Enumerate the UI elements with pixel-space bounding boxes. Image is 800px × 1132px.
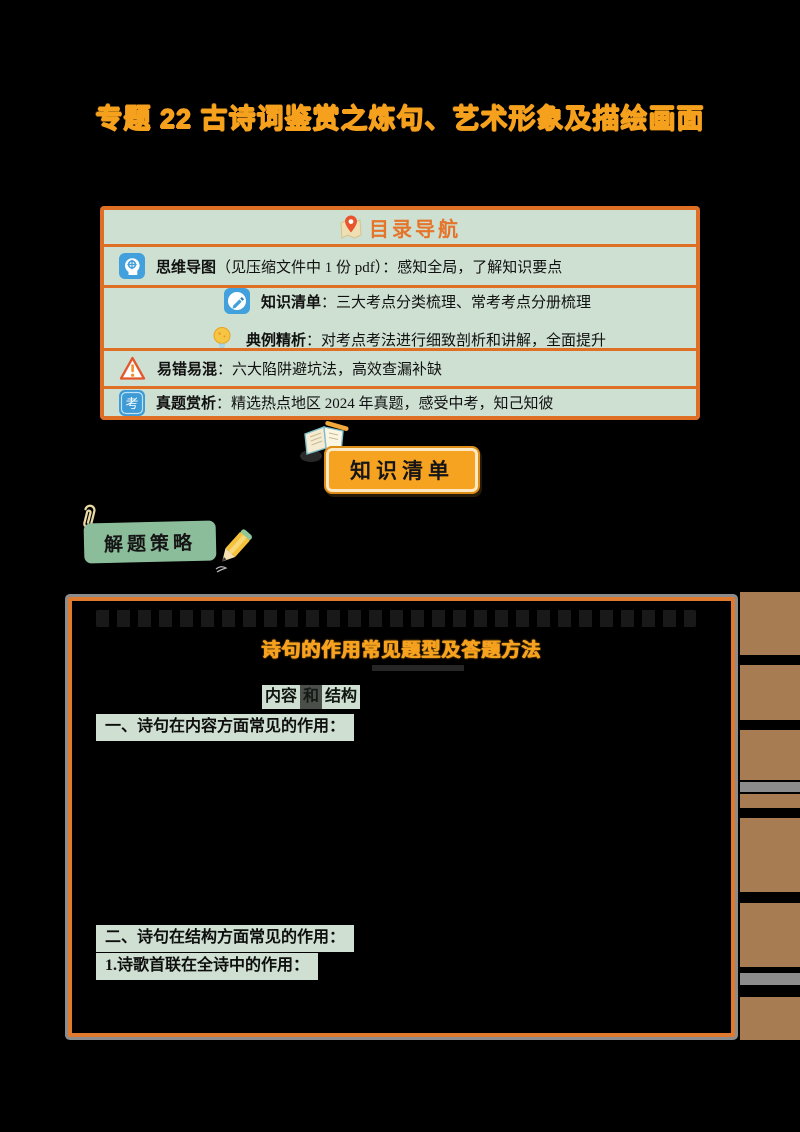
toc-row-label: 典例精析 — [245, 332, 306, 349]
toc-row-label: 知识清单 — [260, 294, 321, 311]
side-tab — [740, 730, 800, 780]
strategy-tag: 解题策略 — [83, 520, 217, 564]
knowledge-list-label: 知识清单 — [350, 460, 454, 483]
toc-row-mindmap: 思维导图（见压缩文件中 1 份 pdf）：感知全局，了解知识要点 — [104, 247, 696, 285]
warning-icon — [119, 356, 146, 381]
divider — [104, 386, 696, 389]
toc-row-desc: ：三大考点分类梳理、常考考点分册梳理 — [321, 294, 592, 311]
page-title: 专题 22 古诗词鉴赏之炼句、艺术形象及描绘画面 — [95, 104, 705, 134]
fragment-part-dim: 和 — [300, 685, 323, 709]
highlight-line-structure-role: 二、诗句在结构方面常见的作用： — [96, 925, 355, 952]
side-tab — [740, 665, 800, 720]
toc-row-text: 真题赏析：精选热点地区 2024 年真题，感受中考，知己知彼 — [156, 392, 554, 413]
lightbulb-icon — [209, 325, 235, 353]
toc-row-pitfalls: 易错易混：六大陷阱避坑法，高效查漏补缺 — [104, 351, 696, 386]
toc-row-desc: ：六大陷阱避坑法，高效查漏补缺 — [217, 362, 443, 378]
heading-underline-artifact — [372, 665, 464, 671]
toc-row-text: 知识清单：三大考点分类梳理、常考考点分册梳理 — [261, 291, 591, 312]
highlight-line-first-couplet: 1.诗歌首联在全诗中的作用： — [96, 953, 319, 980]
side-tab — [740, 818, 800, 892]
toc-header: 目录导航 — [104, 210, 696, 244]
faint-text-artifact — [96, 610, 696, 627]
pen-icon — [223, 288, 250, 314]
strategy-tag-label: 解题策略 — [103, 532, 197, 556]
toc-header-label: 目录导航 — [369, 218, 461, 241]
divider — [104, 348, 696, 351]
divider — [104, 285, 696, 288]
divider — [104, 244, 696, 247]
side-tab — [740, 794, 800, 808]
fragment-part: 内容 — [262, 685, 301, 709]
toc-row-desc: （见压缩文件中 1 份 pdf）：感知全局，了解知识要点 — [216, 259, 563, 276]
fragment-part: 结构 — [322, 685, 361, 709]
toc-box: 目录导航 思维导图（见压缩文件中 1 份 pdf）：感知全局，了解知识要点 — [100, 206, 700, 420]
highlight-line-content-role: 一、诗句在内容方面常见的作用： — [96, 714, 355, 741]
side-tab — [740, 592, 800, 655]
knowledge-list-banner: 知识清单 — [324, 446, 480, 494]
highlight-fragment: 内容和结构 — [262, 685, 361, 709]
strategy-content-box: 诗句的作用常见题型及答题方法 内容和结构 一、诗句在内容方面常见的作用： 二、诗… — [68, 597, 735, 1037]
toc-row-label: 思维导图 — [156, 259, 217, 276]
side-tab-shadow — [740, 973, 800, 985]
toc-row-label: 易错易混 — [157, 362, 218, 378]
exam-icon: 考 — [119, 389, 145, 416]
toc-row-desc: ：精选热点地区 2024 年真题，感受中考，知己知彼 — [216, 396, 554, 412]
toc-row-real-questions: 考 真题赏析：精选热点地区 2024 年真题，感受中考，知己知彼 — [104, 389, 696, 416]
toc-row-text: 易错易混：六大陷阱避坑法，高效查漏补缺 — [157, 358, 442, 379]
svg-text:考: 考 — [125, 396, 138, 411]
toc-row-label: 真题赏析 — [156, 396, 217, 412]
strategy-box-heading: 诗句的作用常见题型及答题方法 — [261, 640, 542, 661]
toc-row-knowledge: 知识清单：三大考点分类梳理、常考考点分册梳理 — [209, 288, 591, 314]
side-tab-shadow — [740, 782, 800, 792]
toc-row-text: 典例精析：对考点考法进行细致剖析和讲解，全面提升 — [246, 329, 606, 350]
toc-row-examples: 典例精析：对考点考法进行细致剖析和讲解，全面提升 — [194, 325, 606, 353]
toc-row-knowledge-and-examples: 知识清单：三大考点分类梳理、常考考点分册梳理 典例精析：对考点考法进行细致剖析和… — [104, 288, 696, 351]
toc-row-desc: ：对考点考法进行细致剖析和讲解，全面提升 — [306, 332, 607, 349]
side-tab — [740, 997, 800, 1040]
side-tab — [740, 903, 800, 967]
mind-map-icon — [119, 253, 145, 279]
notebook-pencil-icon — [298, 420, 352, 471]
toc-row-text: 思维导图（见压缩文件中 1 份 pdf）：感知全局，了解知识要点 — [156, 256, 562, 277]
map-pin-icon — [339, 214, 363, 240]
pencil-icon — [212, 527, 260, 578]
